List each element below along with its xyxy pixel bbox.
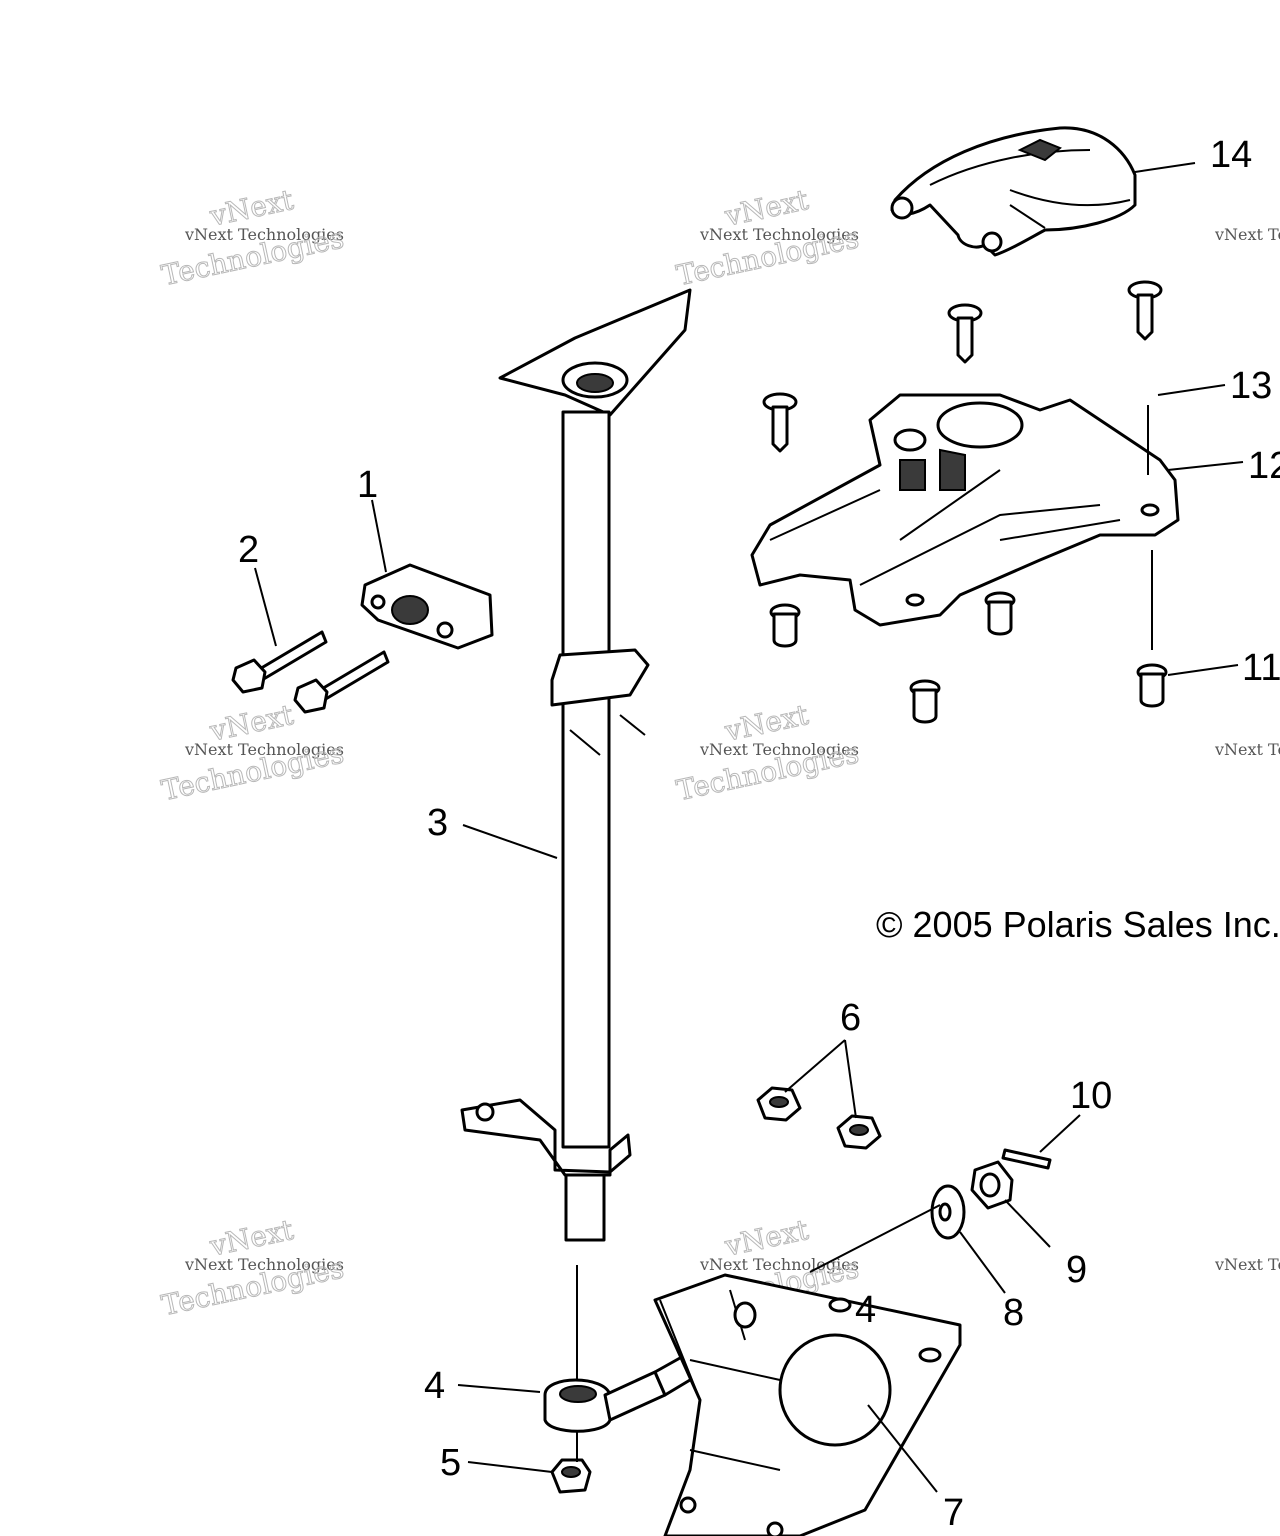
- leader-7: [867, 1404, 938, 1493]
- rivnut: [909, 679, 941, 724]
- screw: [947, 303, 983, 364]
- leader-5: [467, 1461, 553, 1473]
- watermark-line: vNext Technologies: [699, 225, 859, 244]
- leader-13: [1157, 384, 1226, 396]
- copyright-text: © 2005 Polaris Sales Inc.: [876, 904, 1280, 945]
- part-6-nuts: [756, 1086, 882, 1150]
- leader-12: [1167, 461, 1244, 471]
- callout-5: 5: [440, 1442, 461, 1484]
- leader-6a: [784, 1039, 846, 1093]
- leader-3: [462, 824, 558, 859]
- leader-8: [959, 1231, 1006, 1294]
- callout-12: 12: [1248, 445, 1280, 487]
- flange-nut: [836, 1114, 882, 1150]
- rivnut: [769, 603, 801, 648]
- watermark: vNext vNext Technologies Technologies: [158, 1212, 347, 1322]
- part-7-frame-bracket: [653, 1273, 962, 1536]
- part-5-nut: [550, 1458, 592, 1494]
- part-2-bolts: [231, 630, 390, 714]
- part-12-bracket: [750, 393, 1180, 627]
- watermarks: vNext vNext Technologies Technologies vN…: [158, 182, 1280, 1322]
- watermark-line: vNext Technologies: [1214, 1255, 1280, 1274]
- flange-nut: [756, 1086, 802, 1122]
- watermark-line: vNext Technologies: [699, 1255, 859, 1274]
- part-13-screws: [762, 280, 1163, 453]
- part-10-cotter-pin: [1001, 1148, 1052, 1170]
- part-3-steering-post: [460, 288, 692, 1242]
- watermark-line: vNext Technologies: [184, 1255, 344, 1274]
- callout-10: 10: [1070, 1075, 1112, 1117]
- callout-14: 14: [1210, 134, 1252, 176]
- watermark: vNext vNext Technologies Technologies: [158, 697, 347, 807]
- watermark: vNext Technologies: [1214, 1255, 1280, 1274]
- callout-2: 2: [238, 529, 259, 571]
- callout-7: 7: [943, 1492, 964, 1534]
- callout-11: 11: [1242, 647, 1280, 689]
- leader-14: [1134, 162, 1196, 173]
- callout-4-tierod: 4: [424, 1365, 445, 1407]
- watermark: vNext Technologies: [1214, 740, 1280, 759]
- rivnut: [1136, 663, 1168, 708]
- leader-8-axis: [809, 1204, 941, 1273]
- leader-9: [1004, 1199, 1051, 1248]
- part-9-nut: [970, 1160, 1014, 1210]
- leader-10: [1039, 1114, 1081, 1153]
- callouts: 14 13 12 11 1 2 3 4 4 5 6 7 8 9 10: [238, 134, 1280, 1534]
- leader-2: [254, 567, 277, 647]
- callout-9: 9: [1066, 1249, 1087, 1291]
- watermark-line: vNext Technologies: [1214, 740, 1280, 759]
- watermark-line: vNext Technologies: [184, 740, 344, 759]
- part-14-cover: [890, 126, 1137, 257]
- leader-1: [371, 499, 387, 573]
- watermark: vNext Technologies: [1214, 225, 1280, 244]
- leader-11: [1167, 664, 1239, 676]
- part-1-clamp: [360, 563, 494, 650]
- watermark: vNext vNext Technologies Technologies: [158, 182, 347, 292]
- bolt: [293, 650, 390, 714]
- bolt: [231, 630, 328, 694]
- part-11-nuts: [769, 591, 1168, 724]
- leader-frame: [659, 1299, 701, 1401]
- screw: [1127, 280, 1163, 341]
- watermark: vNext vNext Technologies Technologies: [673, 697, 862, 807]
- callout-6: 6: [840, 997, 861, 1039]
- leader-4a: [457, 1384, 541, 1393]
- screw: [762, 392, 798, 453]
- watermark-line: vNext Technologies: [184, 225, 344, 244]
- callout-13: 13: [1230, 365, 1272, 407]
- leader-lines: [254, 162, 1244, 1493]
- watermark: vNext vNext Technologies Technologies: [673, 182, 862, 292]
- callout-3: 3: [427, 802, 448, 844]
- part-8-washer: [930, 1184, 966, 1240]
- callout-8: 8: [1003, 1292, 1024, 1334]
- leader-6b: [844, 1039, 857, 1119]
- callout-1: 1: [357, 464, 378, 506]
- callout-4-bracket: 4: [855, 1289, 876, 1331]
- watermark-line: vNext Technologies: [1214, 225, 1280, 244]
- watermark-line: vNext Technologies: [699, 740, 859, 759]
- rivnut: [984, 591, 1016, 636]
